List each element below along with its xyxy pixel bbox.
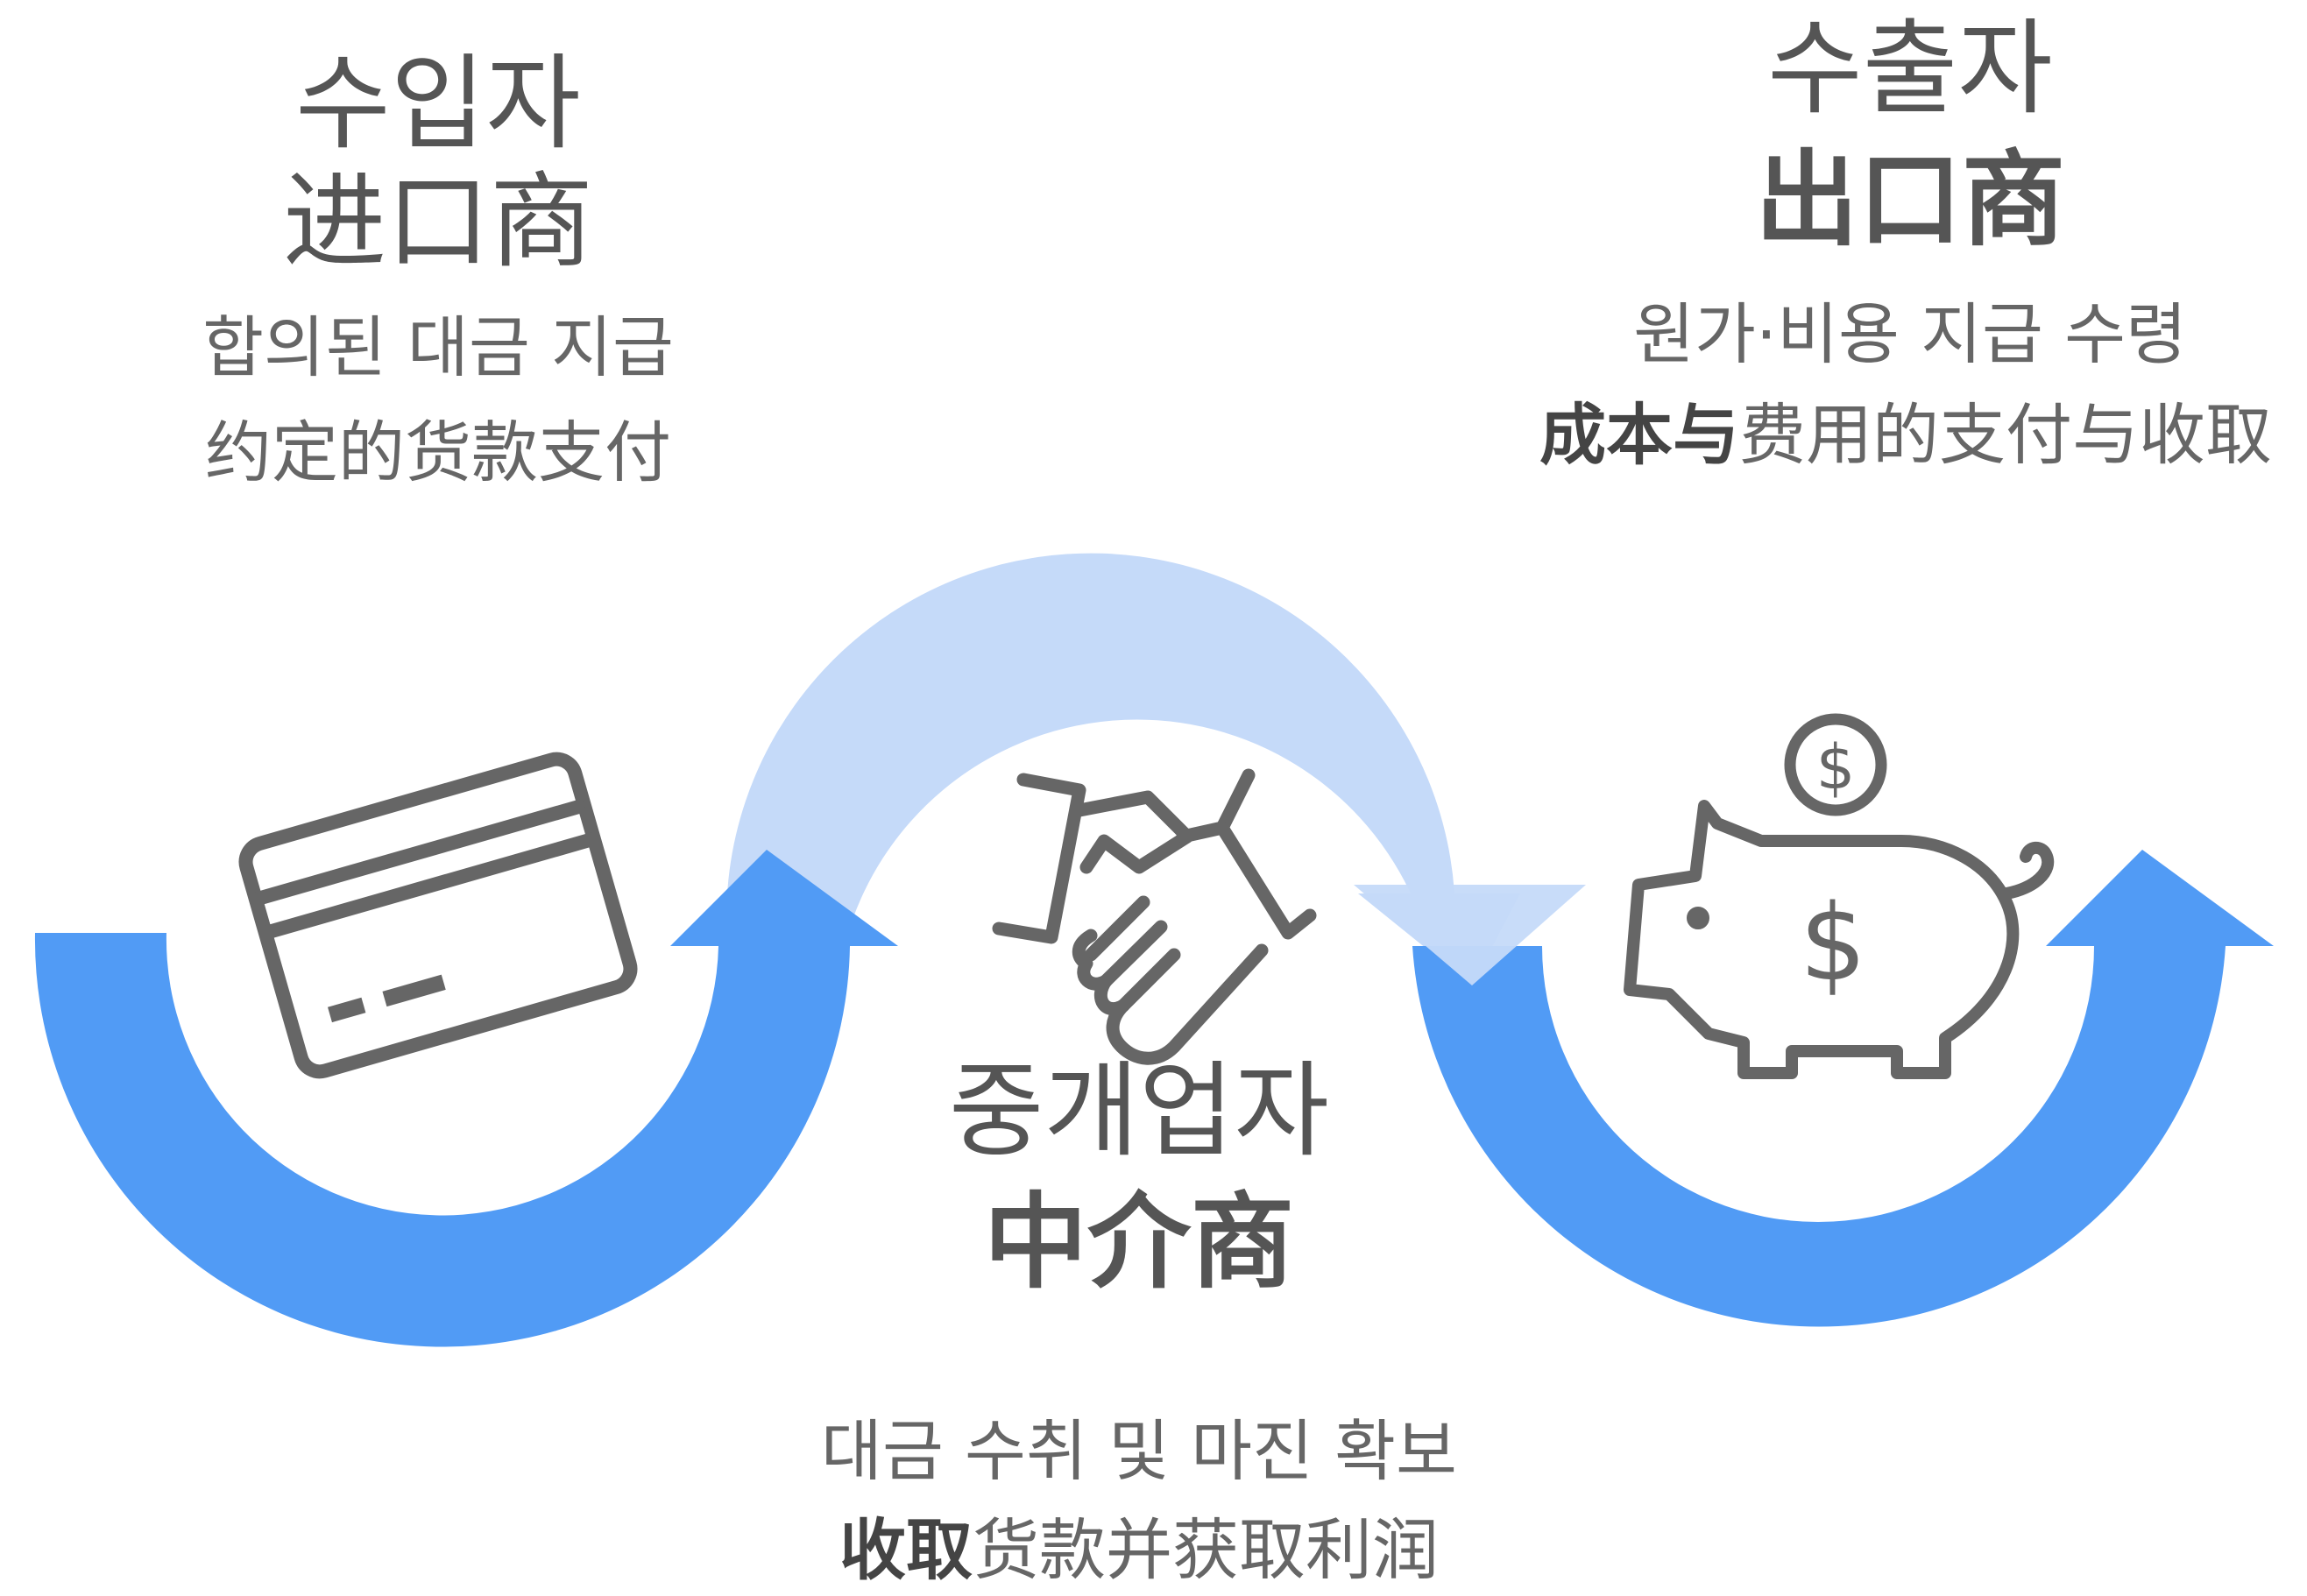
u-arrow-right bbox=[1412, 850, 2274, 1327]
arch-arrow-head bbox=[1354, 885, 1586, 985]
handshake-icon bbox=[992, 768, 1317, 1065]
intermediary-desc-zh-rest: 货款并获取利润 bbox=[973, 1511, 1439, 1589]
exporter-desc-zh-bold: 成本与 bbox=[1539, 396, 1739, 474]
credit-card-icon bbox=[238, 752, 638, 1079]
intermediary-desc-ko: 대금 수취 및 마진 확보 bbox=[821, 1412, 1457, 1490]
intermediary-desc-zh-bold: 收取 bbox=[839, 1511, 973, 1589]
exporter-desc-ko: 원가·비용 지급 수령 bbox=[1633, 295, 2187, 373]
intermediary-title-zh: 中介商 bbox=[983, 1182, 1294, 1303]
arch-arrow-top bbox=[726, 553, 1520, 985]
dollar-coin-icon: $ bbox=[1784, 713, 1887, 816]
intermediary-title-ko: 중개업자 bbox=[948, 1050, 1330, 1171]
piggy-dollar-sign: $ bbox=[1800, 883, 1866, 1005]
intermediary-desc-zh: 收取货款并获取利润 bbox=[754, 1505, 1525, 1596]
u-arrow-left bbox=[34, 850, 899, 1347]
svg-text:$: $ bbox=[1816, 731, 1856, 803]
exporter-desc-zh-rest: 费用的支付与收取 bbox=[1739, 396, 2272, 474]
importer-desc-zh: 约定的货款支付 bbox=[205, 413, 671, 491]
importer-title-zh: 进口商 bbox=[282, 161, 593, 282]
piggy-bank-icon bbox=[1624, 800, 2055, 1079]
importer-title-ko: 수입자 bbox=[295, 43, 581, 164]
exporter-desc-zh: 成本与费用的支付与收取 bbox=[1507, 390, 2304, 481]
exporter-title-ko: 수출자 bbox=[1767, 8, 2053, 129]
importer-desc-ko: 합의된 대금 지급 bbox=[202, 308, 674, 386]
exporter-title-zh: 出口商 bbox=[1754, 139, 2065, 260]
